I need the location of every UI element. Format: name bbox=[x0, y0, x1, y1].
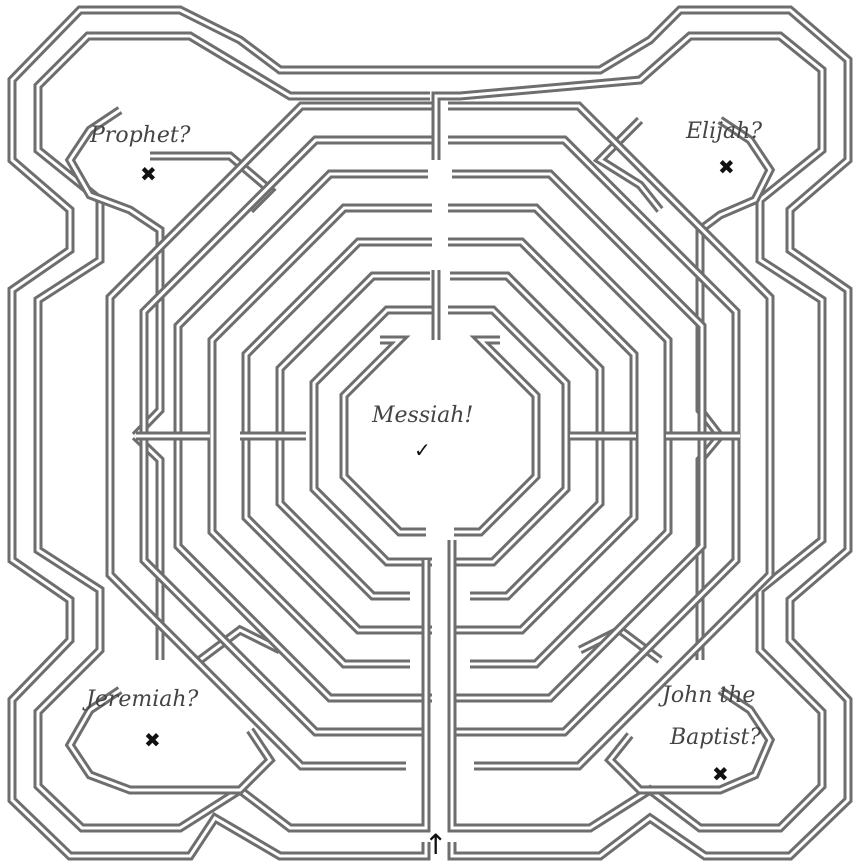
entry-corridor bbox=[426, 540, 452, 820]
wrong-mark-elijah: ✖ bbox=[718, 155, 735, 179]
correct-mark-messiah: ✓ bbox=[414, 438, 431, 462]
label-prophet: Prophet? bbox=[90, 124, 190, 147]
label-john-line2: Baptist? bbox=[670, 726, 761, 749]
label-john-line1: John the bbox=[662, 684, 755, 707]
wrong-mark-jeremiah: ✖ bbox=[144, 728, 161, 752]
ring-9-wall bbox=[314, 310, 566, 562]
lobe-top-left-wall bbox=[70, 110, 270, 436]
label-messiah: Messiah! bbox=[372, 404, 473, 427]
wrong-mark-prophet: ✖ bbox=[140, 162, 157, 186]
entry-arrow-icon: ↑ bbox=[424, 828, 447, 861]
label-jeremiah: Jeremiah? bbox=[86, 688, 198, 711]
ring-4-wall bbox=[144, 140, 736, 732]
ring-10-wall-core bbox=[344, 340, 536, 532]
label-elijah: Elijah? bbox=[686, 120, 762, 143]
wrong-mark-john-the-baptist: ✖ bbox=[712, 762, 729, 786]
